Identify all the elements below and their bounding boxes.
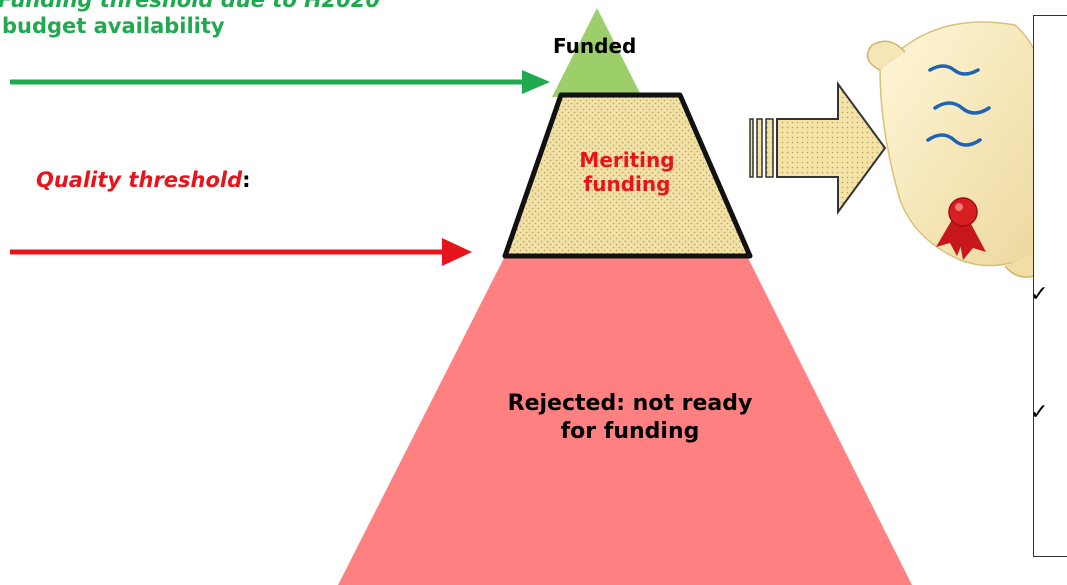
funding-threshold-label-line2: budget availability [2,14,225,38]
right-arrow-icon [749,80,887,216]
checkmark-2: ✓ [1030,400,1049,425]
meriting-label-line2: funding [583,172,671,196]
funded-section [552,8,642,97]
checkmark-1: ✓ [1030,282,1049,307]
meriting-label-line1: Meriting [579,148,675,172]
funding-threshold-arrow [10,70,550,94]
rejected-label: Rejected: not ready for funding [440,390,820,446]
funding-threshold-label-line1: Funding threshold due to H2020 [0,0,381,12]
quality-threshold-colon: : [242,168,251,192]
rejected-label-line2: for funding [560,419,700,444]
quality-threshold-label: Quality threshold: [36,168,251,192]
funded-label: Funded [553,34,637,58]
meriting-label: Meriting funding [557,148,697,196]
right-panel-box [1033,15,1067,557]
quality-threshold-arrow [10,238,472,266]
diploma-scroll-icon [866,21,1050,278]
quality-threshold-text: Quality threshold [36,168,243,192]
meriting-section [502,92,753,259]
rejected-label-line1: Rejected: not ready [507,391,753,416]
rejected-section [338,256,912,585]
